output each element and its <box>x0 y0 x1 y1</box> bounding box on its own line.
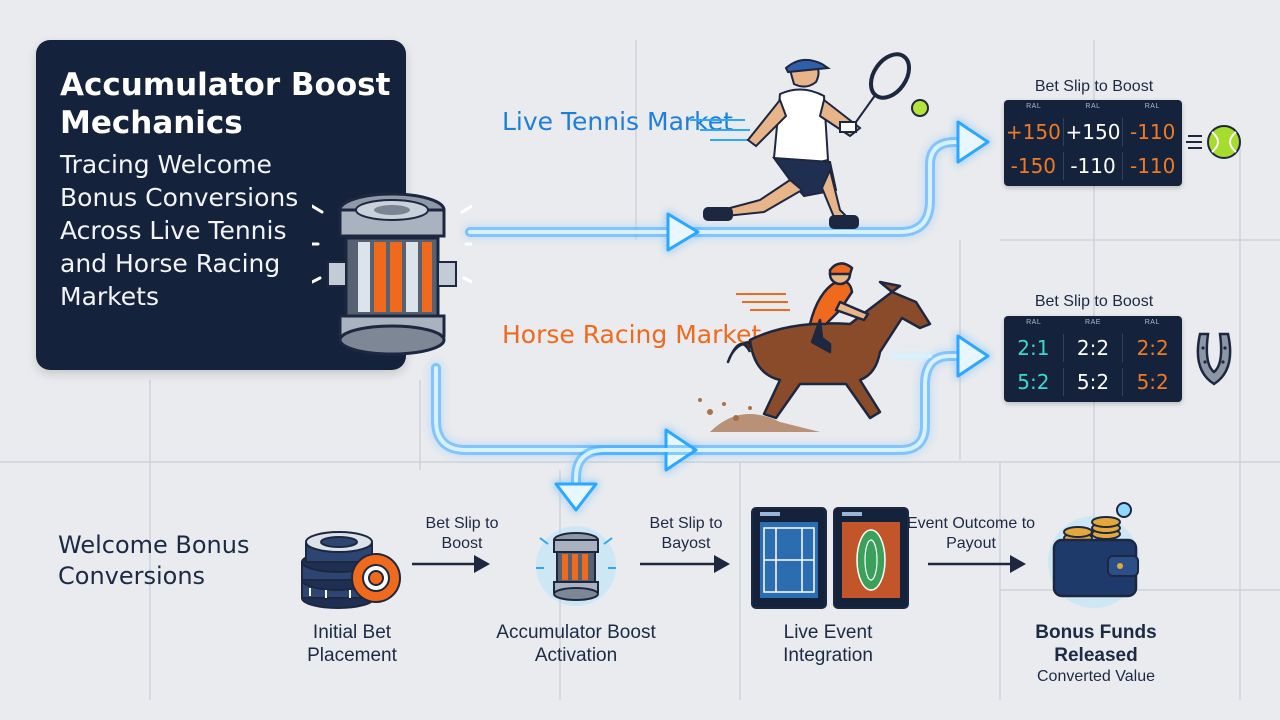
arrow-label-1: Bet Slip to Boost <box>425 515 499 552</box>
odds-head: RAL <box>1144 319 1160 326</box>
tennis-player-icon <box>690 52 929 229</box>
page-title: Accumulator Boost Mechanics <box>60 67 391 141</box>
odds-cell[interactable]: 2:2 <box>1064 334 1124 362</box>
odds-header: RAL RAE RAL <box>1004 319 1182 326</box>
odds-row: -150 -110 -110 <box>1004 152 1182 180</box>
odds-head: RAL <box>1026 319 1042 326</box>
step-boost-activation: Accumulator Boost Activation <box>496 622 656 666</box>
tennis-odds-title: Bet Slip to Boost <box>1034 78 1154 95</box>
odds-cell[interactable]: 2:2 <box>1136 336 1169 360</box>
odds-row: 2:1 2:2 2:2 <box>1004 334 1182 362</box>
odds-header: RAL RAL RAL <box>1004 103 1182 110</box>
odds-cell[interactable]: -150 <box>1004 152 1064 180</box>
arrow-right-icon <box>640 555 730 573</box>
arrow-right-icon <box>928 555 1026 573</box>
tennis-flow-arrow <box>465 120 990 252</box>
odds-cell[interactable]: +150 <box>1064 118 1124 146</box>
odds-cell[interactable]: 2:1 <box>1004 334 1064 362</box>
horse-odds-title: Bet Slip to Boost <box>1034 293 1154 310</box>
horse-market-label: Horse Racing Market <box>502 320 762 349</box>
step-live-event: Live Event Integration <box>783 622 873 666</box>
step-bonus-released: Bonus Funds Released <box>1035 622 1157 666</box>
activation-flow-arrow <box>554 445 695 512</box>
tennis-market-label: Live Tennis Market <box>502 107 733 136</box>
odds-row: +150 +150 -110 <box>1004 118 1182 146</box>
odds-cell[interactable]: -110 <box>1129 120 1176 144</box>
odds-head: RAL <box>1026 103 1042 110</box>
odds-head: RAE <box>1085 319 1101 326</box>
arrow-label-2: Bet Slip to Bayost <box>649 515 723 552</box>
odds-head: RAL <box>1144 103 1160 110</box>
wallet-coins-icon <box>1048 502 1140 608</box>
odds-head: RAL <box>1085 103 1101 110</box>
step-initial-bet: Initial Bet Placement <box>307 622 397 666</box>
odds-cell[interactable]: +150 <box>1004 118 1064 146</box>
horseshoe-icon <box>1196 332 1232 386</box>
title-card: Accumulator Boost Mechanics Tracing Welc… <box>36 40 406 370</box>
odds-cell[interactable]: -110 <box>1064 152 1124 180</box>
horse-odds-card[interactable]: RAL RAE RAL 2:1 2:2 2:2 5:2 5:2 5:2 <box>1004 316 1182 402</box>
page-subtitle: Tracing Welcome Bonus Conversions Across… <box>60 150 299 311</box>
welcome-bonus-label: Welcome Bonus Conversions <box>58 531 250 590</box>
step-converted-value: Converted Value <box>1037 668 1155 685</box>
odds-cell[interactable]: -110 <box>1129 154 1176 178</box>
odds-row: 5:2 5:2 5:2 <box>1004 368 1182 396</box>
odds-cell[interactable]: 5:2 <box>1136 370 1169 394</box>
poker-chips-icon <box>301 531 401 609</box>
tennis-ball-icon <box>1186 125 1241 159</box>
odds-cell[interactable]: 5:2 <box>1004 368 1064 396</box>
odds-cell[interactable]: 5:2 <box>1064 368 1124 396</box>
horse-jockey-icon <box>698 262 932 432</box>
accumulator-cylinder-icon <box>312 192 472 356</box>
arrow-right-icon <box>412 555 490 573</box>
arrow-label-3: Event Outcome to Payout <box>906 515 1036 552</box>
tennis-odds-card[interactable]: RAL RAL RAL +150 +150 -110 -150 -110 -11… <box>1004 100 1182 186</box>
tablet-screens-icon <box>751 507 909 609</box>
accumulator-cylinder-icon <box>536 526 616 606</box>
